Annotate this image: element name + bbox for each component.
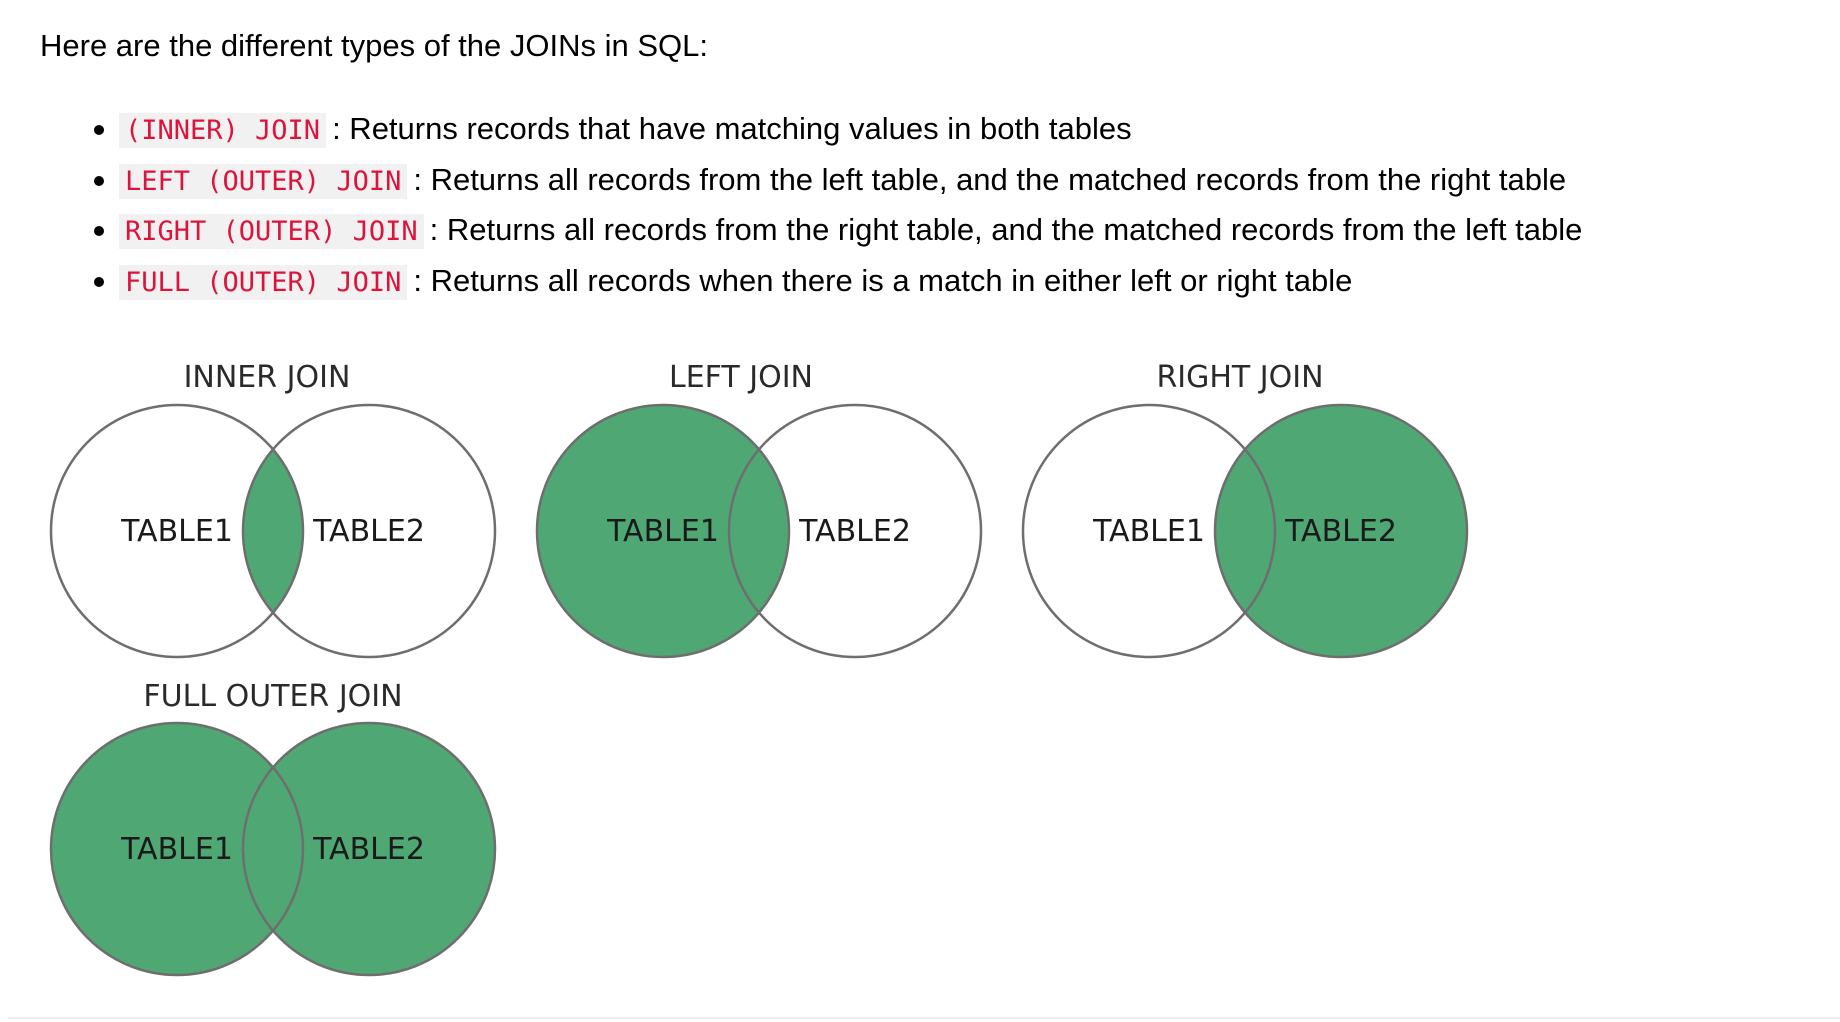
left-join-table2-label: TABLE2 bbox=[798, 514, 911, 549]
left-join-description: : Returns all records from the left tabl… bbox=[413, 161, 1567, 197]
right-join-table1-label: TABLE1 bbox=[1092, 514, 1205, 549]
left-join-code: LEFT (OUTER) JOIN bbox=[119, 163, 408, 199]
bullet-icon bbox=[94, 125, 104, 135]
left-join-table2-circle bbox=[727, 403, 983, 659]
inner-join-description: : Returns records that have matching val… bbox=[332, 111, 1132, 146]
right-join-table1-circle bbox=[1021, 403, 1277, 659]
list-item-full-join: FULL (OUTER) JOIN: Returns all records w… bbox=[40, 256, 1582, 307]
full-join-table2-label: TABLE2 bbox=[312, 832, 425, 867]
bullet-icon bbox=[94, 276, 104, 287]
inner-join-table2-circle bbox=[241, 403, 497, 659]
bullet-icon bbox=[94, 226, 104, 236]
venn-inner-join: INNER JOIN TABLE1 TABLE2 bbox=[49, 360, 497, 659]
list-item-inner-join: (INNER) JOIN: Returns records that have … bbox=[40, 104, 1582, 155]
inner-join-table1-label: TABLE1 bbox=[120, 514, 233, 549]
right-join-table2-circle bbox=[1213, 403, 1469, 659]
venn-left-join: LEFT JOIN TABLE1 TABLE2 bbox=[535, 360, 983, 659]
full-join-description: : Returns all records when there is a ma… bbox=[413, 262, 1353, 298]
full-join-table2-circle bbox=[241, 721, 497, 977]
list-item-left-join: LEFT (OUTER) JOIN: Returns all records f… bbox=[40, 155, 1582, 206]
full-join-table2-fill bbox=[243, 723, 495, 975]
right-join-table2-label: TABLE2 bbox=[1284, 514, 1397, 549]
full-join-code: FULL (OUTER) JOIN bbox=[119, 264, 408, 300]
right-join-title: RIGHT JOIN bbox=[1156, 360, 1323, 395]
list-item-right-join: RIGHT (OUTER) JOIN: Returns all records … bbox=[40, 205, 1582, 256]
full-join-table1-circle bbox=[49, 721, 305, 977]
inner-join-table2-label: TABLE2 bbox=[312, 514, 425, 549]
divider bbox=[8, 1017, 1840, 1019]
right-join-description: : Returns all records from the right tab… bbox=[429, 212, 1583, 247]
left-join-title: LEFT JOIN bbox=[669, 360, 813, 395]
bullet-icon bbox=[94, 175, 104, 186]
venn-full-outer-join: FULL OUTER JOIN TABLE1 TABLE2 bbox=[49, 679, 497, 977]
left-join-table1-circle bbox=[535, 403, 791, 659]
intro-text: Here are the different types of the JOIN… bbox=[40, 28, 708, 63]
right-join-code: RIGHT (OUTER) JOIN bbox=[119, 214, 424, 249]
left-join-table1-label: TABLE1 bbox=[606, 514, 719, 549]
full-join-table1-fill bbox=[51, 723, 303, 975]
right-join-table2-fill bbox=[1215, 405, 1467, 657]
left-join-table1-fill bbox=[537, 405, 789, 657]
inner-join-title: INNER JOIN bbox=[184, 360, 351, 395]
join-types-list: (INNER) JOIN: Returns records that have … bbox=[40, 104, 1582, 306]
full-outer-join-title: FULL OUTER JOIN bbox=[143, 679, 402, 714]
full-join-table1-label: TABLE1 bbox=[120, 832, 233, 867]
inner-join-code: (INNER) JOIN bbox=[119, 113, 327, 148]
venn-right-join: RIGHT JOIN TABLE1 TABLE2 bbox=[1021, 360, 1469, 659]
inner-join-table1-circle bbox=[49, 403, 305, 659]
